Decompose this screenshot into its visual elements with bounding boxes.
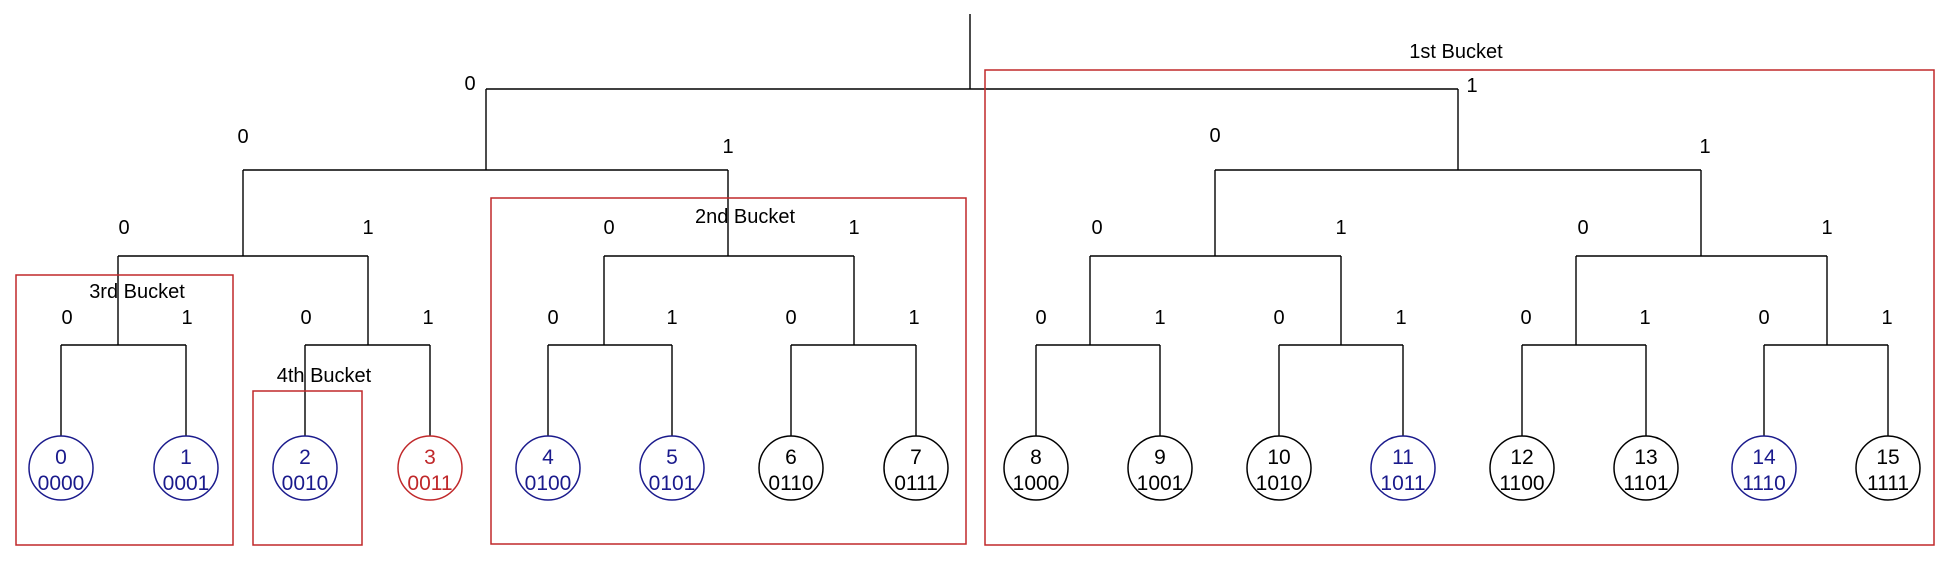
leaf-value: 5 (666, 446, 678, 469)
edge-label-left: 0 (118, 217, 129, 239)
leaf-node-circle (397, 435, 463, 501)
leaf-value: 3 (424, 446, 436, 469)
edge-label-left: 0 (61, 307, 72, 329)
leaf-node-circle (758, 435, 824, 501)
leaf-node-circle (1489, 435, 1555, 501)
leaf-value: 6 (785, 446, 797, 469)
leaf-bits: 0110 (768, 472, 813, 495)
bucket-1st-label: 1st Bucket (1409, 41, 1503, 63)
edge-label-left: 0 (785, 307, 796, 329)
edge-label-right: 1 (1395, 307, 1406, 329)
bucket-3rd-box (15, 274, 234, 546)
edge-label-left: 0 (1273, 307, 1284, 329)
edge-label-right: 1 (1699, 136, 1710, 158)
edge-label-right: 1 (1881, 307, 1892, 329)
edge-label-left: 0 (1091, 217, 1102, 239)
leaf-bits: 0101 (649, 472, 696, 495)
leaf-node-circle (28, 435, 94, 501)
leaf-node-circle (272, 435, 338, 501)
edge-label-right: 1 (1639, 307, 1650, 329)
leaf-value: 9 (1154, 446, 1166, 469)
leaf-node-circle (1613, 435, 1679, 501)
leaf-node-circle (883, 435, 949, 501)
leaf-value: 1 (180, 446, 192, 469)
leaf-bits: 0000 (38, 472, 85, 495)
leaf-node-circle (1127, 435, 1193, 501)
edge-label-left: 0 (603, 217, 614, 239)
leaf-value: 12 (1510, 446, 1533, 469)
leaf-bits: 0010 (282, 472, 329, 495)
leaf-bits: 1011 (1380, 472, 1425, 495)
leaf-bits: 1000 (1013, 472, 1060, 495)
leaf-value: 15 (1876, 446, 1899, 469)
bucket-2nd-box (490, 197, 967, 545)
edge-label-right: 1 (848, 217, 859, 239)
edge-label-left: 0 (464, 73, 475, 95)
leaf-bits: 1101 (1623, 472, 1668, 495)
leaf-node-circle (1731, 435, 1797, 501)
edge-label-right: 1 (908, 307, 919, 329)
edge-label-right: 1 (1335, 217, 1346, 239)
leaf-bits: 1010 (1256, 472, 1303, 495)
leaf-node-circle (1370, 435, 1436, 501)
leaf-bits: 0100 (525, 472, 572, 495)
leaf-value: 8 (1030, 446, 1042, 469)
bucket-3rd-label: 3rd Bucket (89, 281, 185, 303)
edge-label-left: 0 (1758, 307, 1769, 329)
bucket-1st-box (984, 69, 1935, 546)
leaf-bits: 1001 (1137, 472, 1184, 495)
leaf-node-circle (1246, 435, 1312, 501)
edge-label-right: 1 (422, 307, 433, 329)
leaf-node-circle (153, 435, 219, 501)
leaf-node-circle (515, 435, 581, 501)
leaf-value: 13 (1634, 446, 1657, 469)
bucket-4th-box (252, 390, 363, 546)
edge-label-right: 1 (1466, 75, 1477, 97)
leaf-value: 0 (55, 446, 67, 469)
leaf-value: 11 (1392, 446, 1414, 469)
leaf-value: 10 (1267, 446, 1290, 469)
leaf-node-circle (1003, 435, 1069, 501)
leaf-bits: 0111 (894, 472, 938, 495)
bucket-4th-label: 4th Bucket (277, 365, 372, 387)
leaf-bits: 1110 (1742, 472, 1786, 495)
edge-label-left: 0 (237, 126, 248, 148)
edge-label-left: 0 (1520, 307, 1531, 329)
edge-label-left: 0 (1035, 307, 1046, 329)
edge-label-right: 1 (181, 307, 192, 329)
leaf-value: 2 (299, 446, 311, 469)
edge-label-right: 1 (362, 217, 373, 239)
leaf-bits: 0011 (407, 472, 452, 495)
edge-label-left: 0 (1209, 125, 1220, 147)
edge-label-left: 0 (1577, 217, 1588, 239)
leaf-node-circle (639, 435, 705, 501)
edge-label-right: 1 (666, 307, 677, 329)
leaf-bits: 1111 (1867, 472, 1909, 495)
bucket-2nd-label: 2nd Bucket (695, 206, 796, 228)
leaf-value: 14 (1752, 446, 1776, 469)
leaf-node-circle (1855, 435, 1921, 501)
leaf-value: 7 (910, 446, 922, 469)
leaf-value: 4 (542, 446, 554, 469)
leaf-bits: 1100 (1499, 472, 1544, 495)
edge-label-left: 0 (547, 307, 558, 329)
edge-label-right: 1 (722, 136, 733, 158)
leaf-bits: 0001 (163, 472, 210, 495)
edge-label-left: 0 (300, 307, 311, 329)
edge-label-right: 1 (1154, 307, 1165, 329)
edge-label-right: 1 (1821, 217, 1832, 239)
